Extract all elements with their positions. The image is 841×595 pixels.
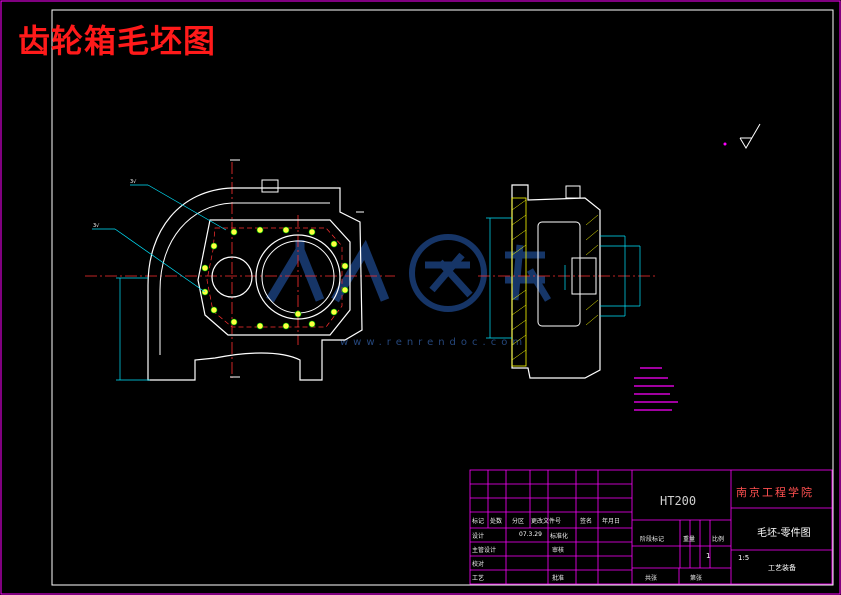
inner-frame <box>51 9 834 586</box>
front-view: 3√ 3√ <box>85 159 395 381</box>
header-ymd: 年月日 <box>602 518 621 525</box>
school-name: 南京工程学院 <box>736 486 814 499</box>
header-change-doc: 更改文件号 <box>531 518 562 525</box>
material-label: HT200 <box>660 494 697 508</box>
drawing-name: 毛坯-零件图 <box>757 528 811 539</box>
header-chief-designer: 主管设计 <box>472 547 497 554</box>
header-process: 工艺 <box>472 575 485 582</box>
header-stage-mark: 阶段标记 <box>640 536 665 543</box>
svg-text:3√: 3√ <box>130 179 137 185</box>
header-ratio: 比例 <box>712 536 725 543</box>
technical-notes <box>634 367 678 411</box>
header-sheet-no: 第张 <box>690 575 703 582</box>
header-sign: 签名 <box>580 518 593 525</box>
header-review: 审核 <box>552 547 565 554</box>
watermark-url: www.renrendoc.com <box>340 337 527 348</box>
header-mark: 标记 <box>472 518 485 525</box>
header-approve: 批准 <box>552 575 565 582</box>
drawing-title: 齿轮箱毛坯图 <box>18 22 217 60</box>
header-design: 设计 <box>472 533 485 540</box>
title-block <box>469 469 833 585</box>
header-count: 处数 <box>490 518 503 525</box>
watermark-logo <box>266 234 552 312</box>
scale-value: 1:5 <box>738 554 750 562</box>
department-label: 工艺装备 <box>768 564 796 572</box>
quantity-value: 1 <box>706 552 711 560</box>
svg-text:3√: 3√ <box>93 223 100 229</box>
header-standardize: 标准化 <box>550 533 569 540</box>
header-weight: 重量 <box>683 536 696 543</box>
date-value: 07.3.29 <box>519 531 542 538</box>
header-proofread: 校对 <box>472 561 485 568</box>
header-sheets-total: 共张 <box>645 575 658 582</box>
side-view <box>478 184 658 379</box>
roughness-symbol <box>723 123 761 149</box>
header-zone: 分区 <box>512 518 525 525</box>
